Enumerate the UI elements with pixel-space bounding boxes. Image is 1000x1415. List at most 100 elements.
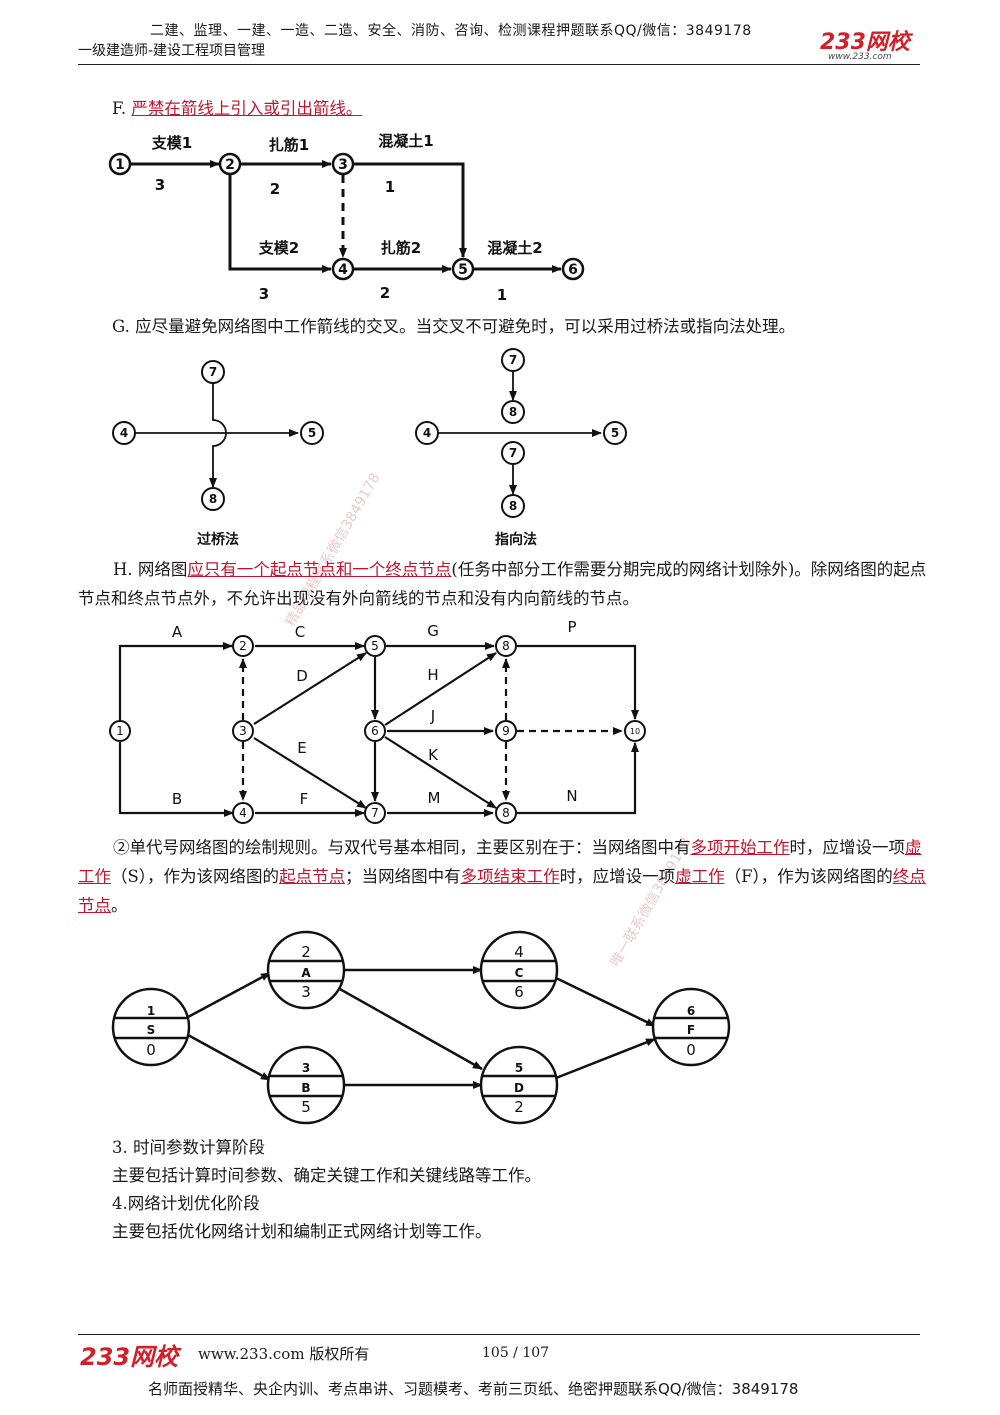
node-number: 4 — [514, 943, 524, 961]
node-circle — [561, 257, 585, 281]
node-circle — [300, 421, 324, 445]
node-name: C — [515, 966, 524, 980]
node-name: A — [301, 966, 311, 980]
activity-label: G — [427, 622, 439, 640]
figure-f-network — [131, 160, 562, 273]
node-circle — [331, 152, 355, 176]
node-label: 2 — [225, 157, 235, 173]
activity-label: 混凝土1 — [378, 132, 433, 150]
activity-label: E — [297, 739, 306, 757]
node-circle — [266, 1045, 346, 1125]
node-label: 7 — [209, 365, 217, 379]
node-circle — [218, 152, 242, 176]
node-label: 8 — [502, 806, 510, 820]
node-circle — [112, 421, 136, 445]
node-name: F — [687, 1023, 695, 1037]
page-number: 105 / 107 — [482, 1345, 550, 1361]
node-label: 4 — [423, 426, 431, 440]
node-label: 6 — [568, 262, 578, 278]
node-circle — [479, 1045, 559, 1125]
node-name: D — [514, 1081, 524, 1095]
activity-label: A — [172, 623, 183, 641]
emphasis-run: 虚工作 — [78, 838, 922, 886]
node-duration: 5 — [301, 1098, 311, 1116]
header-rule — [78, 64, 920, 65]
node-circle — [331, 257, 355, 281]
stage-3-text: 主要包括计算时间参数、确定关键工作和关键线路等工作。 — [112, 1166, 541, 1185]
node-number: 2 — [301, 943, 311, 961]
text-run: ②单代号网络图的绘制规则。与双代号基本相同，主要区别在于：当网络图中有 — [113, 838, 691, 857]
single-code-rules: ②单代号网络图的绘制规则。与双代号基本相同，主要区别在于：当网络图中有多项开始工… — [78, 833, 928, 920]
node-circle — [266, 930, 346, 1010]
rule-g: G. 应尽量避免网络图中工作箭线的交叉。当交叉不可避免时，可以采用过桥法或指向法… — [112, 317, 796, 336]
activity-label: H — [427, 666, 438, 684]
activity-label: 支模2 — [258, 239, 299, 257]
node-circle — [109, 720, 131, 742]
figure-g-right-caption: 指向法 — [495, 531, 537, 548]
node-label: 1 — [115, 157, 125, 173]
emphasis-run: 虚工作 — [675, 867, 725, 886]
node-label: 4 — [338, 262, 348, 278]
activity-label: N — [566, 787, 577, 805]
node-number: 1 — [147, 1004, 155, 1018]
activity-label: C — [295, 623, 305, 641]
brand-logo-url: www.233.com — [828, 52, 892, 62]
node-circle — [651, 987, 731, 1067]
node-circle — [364, 720, 386, 742]
activity-label: 扎筋2 — [381, 239, 421, 257]
node-label: 7 — [509, 353, 517, 367]
node-name: B — [301, 1081, 310, 1095]
activity-label: J — [430, 707, 435, 725]
text-run: ；当网络图中有 — [345, 867, 461, 886]
rule-h-emphasis: 应只有一个起点节点和一个终点节点 — [187, 560, 452, 579]
emphasis-run: 多项开始工作 — [690, 838, 790, 857]
node-label: 10 — [630, 727, 640, 736]
activity-label: P — [567, 618, 576, 636]
rule-f: F. 严禁在箭线上引入或引出箭线。 — [112, 94, 962, 123]
footer-contact-line: 名师面授精华、央企内训、考点串讲、习题模考、考前三页纸、绝密押题联系QQ/微信：… — [148, 1380, 799, 1398]
node-number: 6 — [687, 1004, 695, 1018]
node-number: 3 — [302, 1061, 310, 1075]
node-label: 4 — [239, 806, 247, 820]
figure-g-bridge — [135, 383, 299, 488]
single-code-nodes — [111, 930, 731, 1125]
node-circle — [451, 257, 475, 281]
text-run: （F），作为该网络图的 — [724, 867, 893, 886]
footer-logo: 233网校 — [80, 1343, 179, 1371]
rule-f-emphasis: 严禁在箭线上引入或引出箭线。 — [131, 99, 363, 118]
node-circle — [479, 930, 559, 1010]
activity-label: 扎筋1 — [269, 136, 309, 154]
node-label: 9 — [502, 724, 510, 738]
node-circle — [501, 348, 525, 372]
node-label: 4 — [120, 426, 128, 440]
node-duration: 0 — [146, 1041, 156, 1059]
text-run: 时，应增设一项 — [559, 867, 676, 886]
stage-3-title: 3. 时间参数计算阶段 — [112, 1138, 265, 1157]
rule-h-rest: (任务中部分工作需要分期完成的网络计划除外)。除网络图的起点节点和终点节点外，不… — [78, 560, 927, 608]
activity-label: 支模1 — [151, 134, 192, 152]
node-duration: 0 — [686, 1041, 696, 1059]
rule-h: H. 网络图应只有一个起点节点和一个终点节点(任务中部分工作需要分期完成的网络计… — [78, 555, 928, 613]
activity-label: F — [300, 790, 309, 808]
text-run: 。 — [111, 896, 128, 915]
node-duration: 6 — [514, 983, 524, 1001]
figure-f-nodes — [108, 152, 585, 281]
emphasis-run: 终点节点 — [78, 867, 926, 915]
activity-label: D — [296, 667, 308, 685]
duration-label: 1 — [497, 286, 507, 304]
node-circle — [364, 802, 386, 824]
duration-label: 2 — [270, 180, 280, 198]
emphasis-run: 多项结束工作 — [460, 867, 560, 886]
rule-f-prefix: F. — [112, 99, 132, 118]
node-circle — [603, 421, 627, 445]
node-circle — [495, 802, 517, 824]
activity-label: 混凝土2 — [487, 239, 542, 257]
node-label: 7 — [509, 446, 517, 460]
node-label: 1 — [116, 724, 124, 738]
document-subtitle: 一级建造师-建设工程项目管理 — [78, 43, 266, 59]
node-circle — [495, 720, 517, 742]
duration-label: 3 — [259, 285, 269, 303]
node-label: 8 — [509, 499, 517, 513]
node-duration: 3 — [301, 983, 311, 1001]
node-circle — [232, 720, 254, 742]
